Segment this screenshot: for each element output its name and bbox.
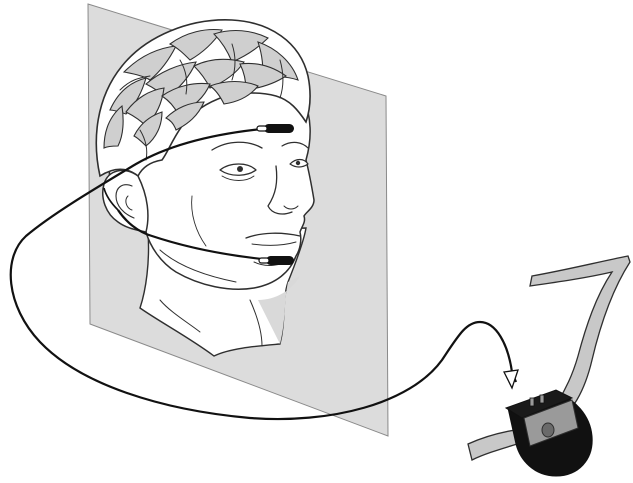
recording-device-icon	[468, 256, 630, 476]
